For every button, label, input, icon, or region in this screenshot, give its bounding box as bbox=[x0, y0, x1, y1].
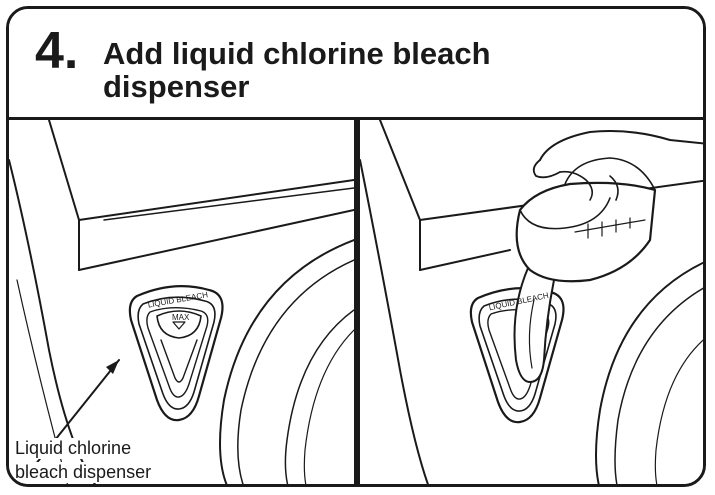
callout-arrowhead-icon bbox=[106, 360, 119, 374]
instruction-card: 4. Add liquid chlorine bleach dispenser bbox=[6, 6, 706, 487]
panel-divider bbox=[354, 120, 360, 484]
pouring-bleach-illustration: LIQUID BLEACH bbox=[360, 120, 703, 484]
step-title-line2: dispenser bbox=[103, 69, 250, 104]
washer-dispenser-illustration: LIQUID BLEACH MAX bbox=[9, 120, 354, 484]
step-title: Add liquid chlorine bleach dispenser bbox=[103, 37, 623, 103]
right-illustration-panel: LIQUID BLEACH bbox=[360, 120, 703, 484]
step-title-line1: Add liquid chlorine bleach bbox=[103, 36, 491, 71]
left-illustration-panel: LIQUID BLEACH MAX Liquid chlorine bleach… bbox=[9, 120, 354, 484]
max-label-text: MAX bbox=[172, 313, 190, 322]
step-number: 4. bbox=[35, 22, 79, 80]
callout-line1: Liquid chlorine bbox=[13, 438, 134, 459]
callout-line2: bleach dispenser bbox=[13, 462, 154, 483]
step-header: 4. Add liquid chlorine bleach dispenser bbox=[9, 9, 703, 120]
dispenser-label-text: LIQUID BLEACH bbox=[147, 290, 209, 309]
